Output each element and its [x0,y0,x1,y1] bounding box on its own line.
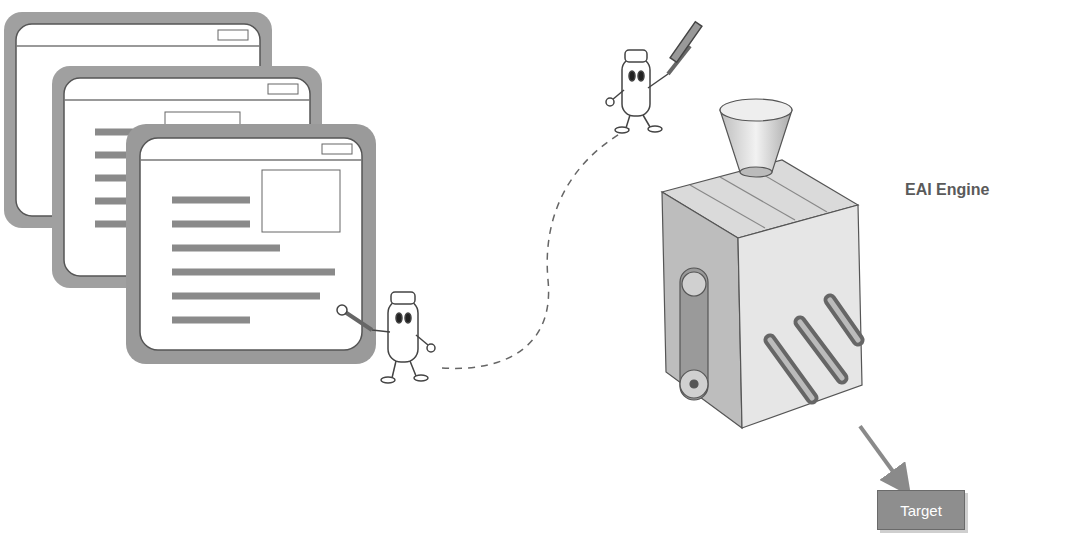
dashed-path [442,128,630,368]
engine-node: EAI Engine [640,115,860,435]
bottle-figure [337,292,435,383]
engine-illustration [662,99,862,428]
target-box: Target [877,490,965,530]
flow-arrow [860,426,906,490]
box-label: Target [900,502,942,519]
app-window [126,124,376,364]
bottle-figure [606,22,702,133]
engine-label: EAI Engine [905,181,989,199]
